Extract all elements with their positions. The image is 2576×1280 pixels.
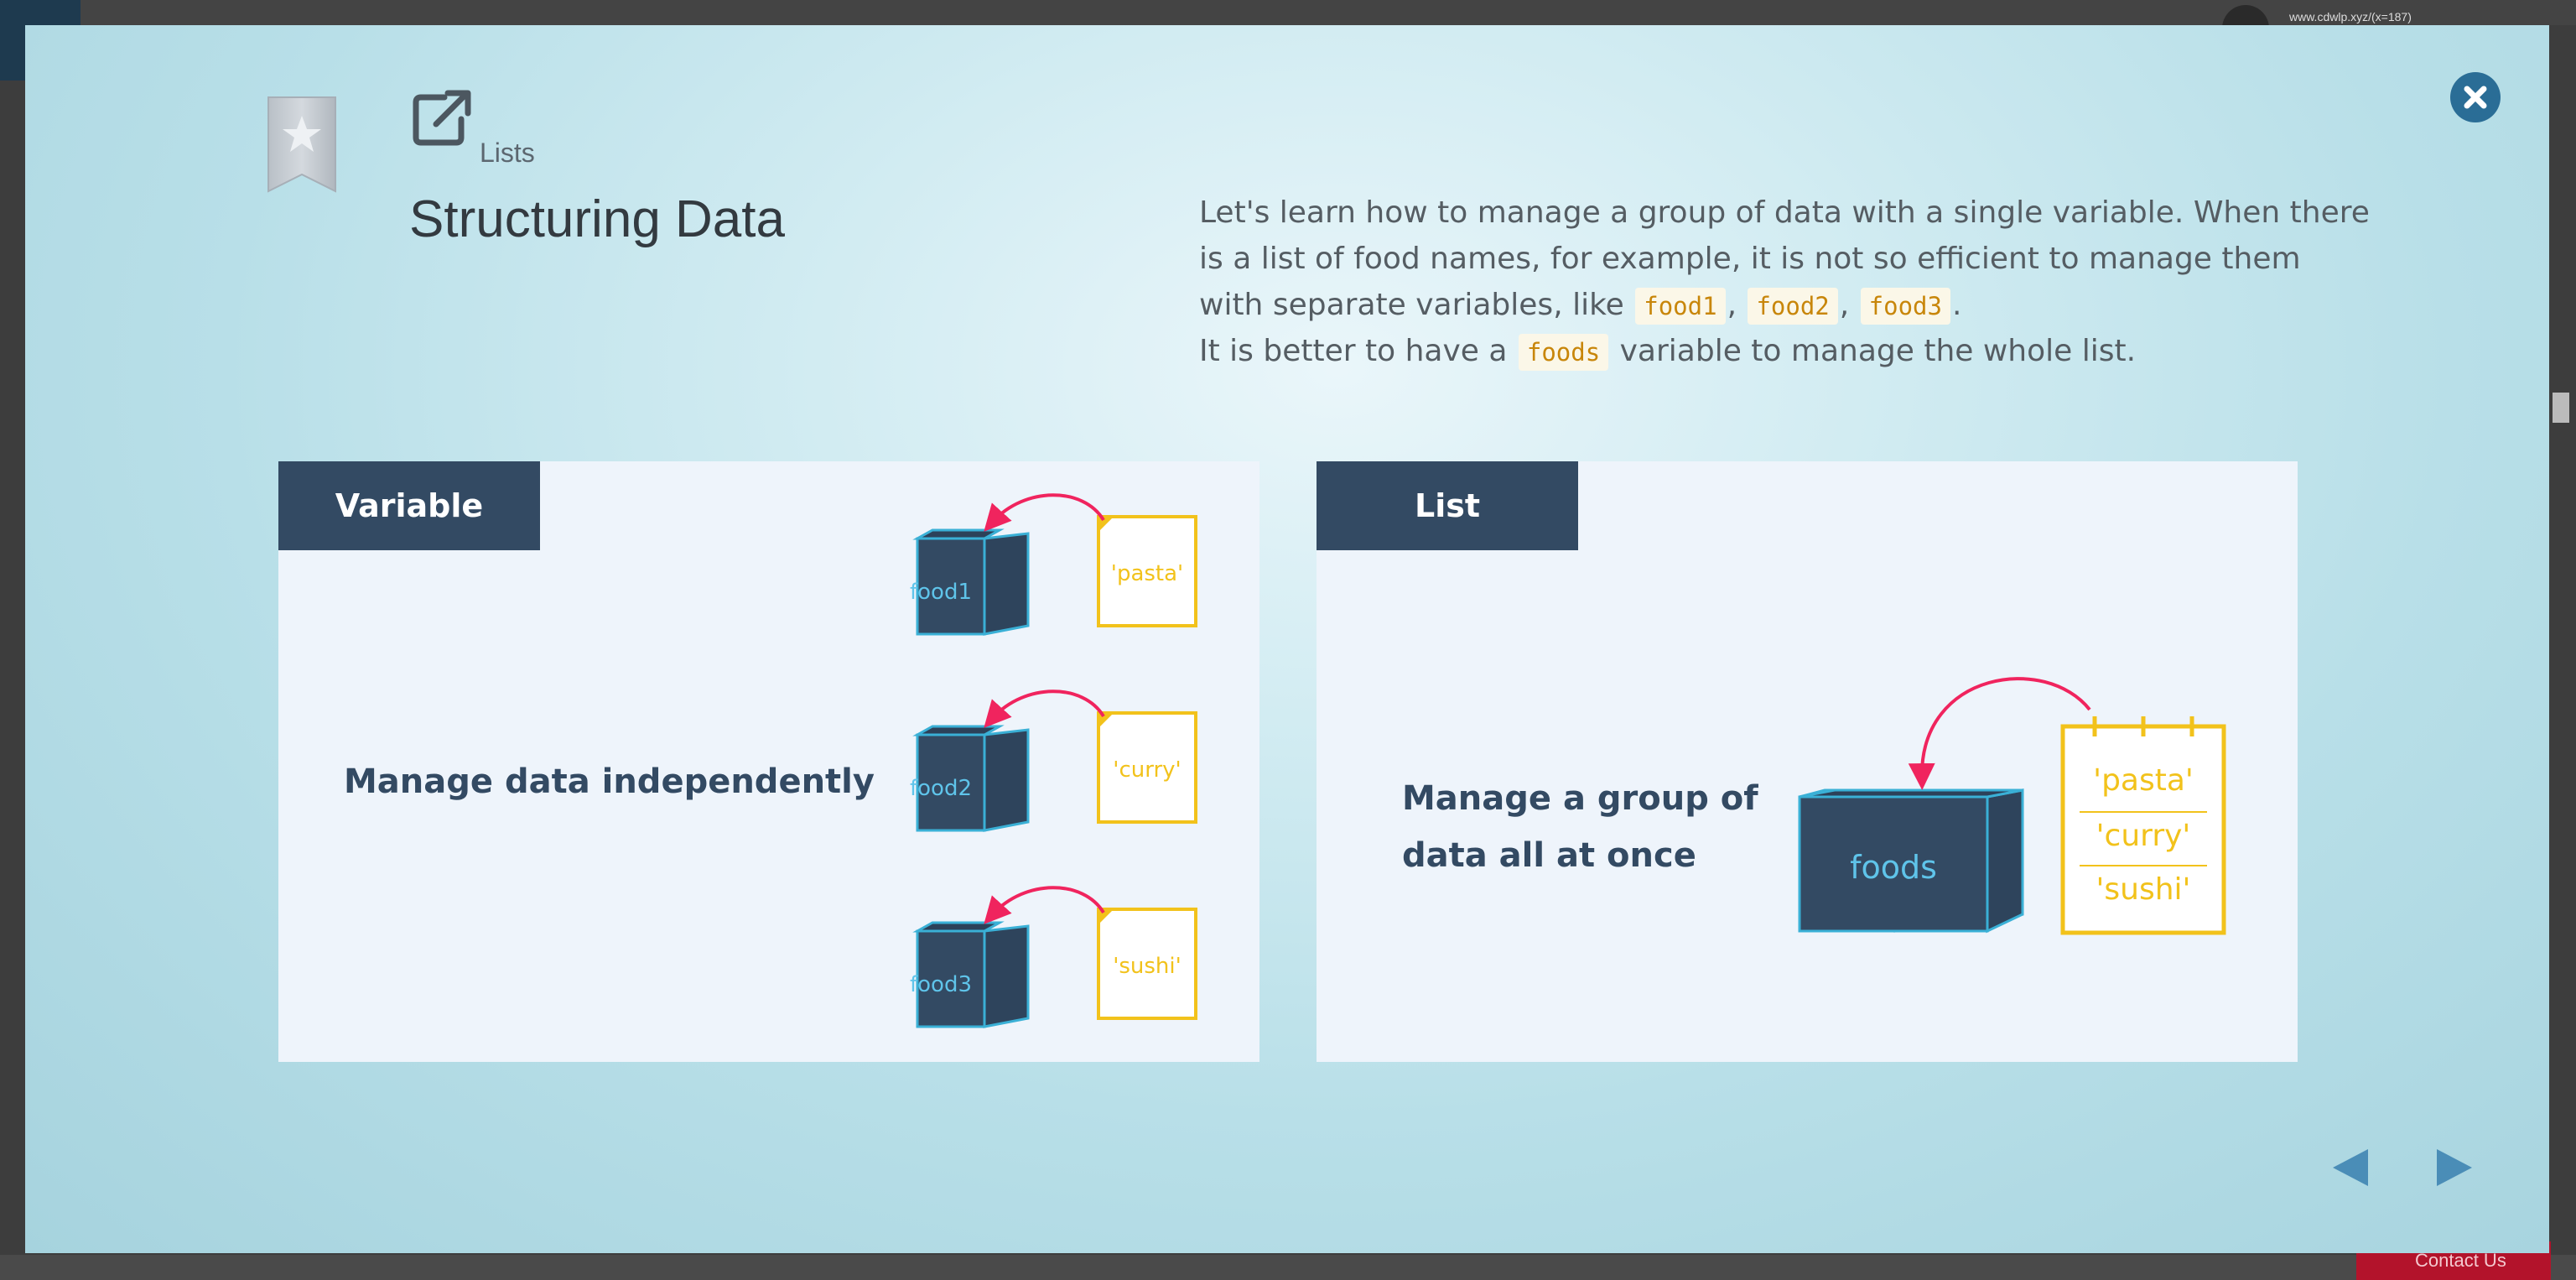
list-description-line: Manage a group of (1402, 779, 1758, 818)
code-food2: food2 (1748, 288, 1838, 325)
lesson-modal: Lists Structuring Data Let's learn how t… (25, 25, 2549, 1253)
variable-name: food2 (910, 776, 972, 801)
cube-top (1799, 788, 2023, 799)
list-description: Manage a group of data all at once (1402, 770, 1758, 884)
variable-tab: Variable (278, 461, 540, 550)
notepad (2060, 724, 2226, 935)
list-item: 'curry' (2096, 819, 2191, 853)
variable-value: 'curry' (1113, 757, 1181, 783)
variable-panel: Variable Manage data independently food1… (278, 461, 1259, 1062)
assign-arrow (984, 886, 1105, 924)
bookmark-star-icon[interactable] (267, 96, 337, 193)
list-tab: List (1317, 461, 1578, 550)
triangle-left-icon[interactable] (2328, 1144, 2375, 1191)
variable-name: food1 (910, 580, 972, 605)
variable-value: 'pasta' (1111, 561, 1183, 586)
variable-row-3: food3 'sushi' (910, 886, 1197, 1028)
lesson-description: Let's learn how to manage a group of dat… (1199, 190, 2373, 374)
external-link-icon[interactable] (411, 89, 473, 148)
background-scrollbar-thumb (2553, 393, 2569, 423)
variable-row-2: food2 'curry' (910, 689, 1197, 832)
close-icon (2464, 86, 2487, 109)
description-text: variable to manage the whole list. (1610, 334, 2137, 368)
category-label: Lists (480, 138, 535, 168)
list-item: 'sushi' (2096, 872, 2191, 907)
description-period: . (1951, 288, 1962, 322)
background-top-bar (0, 0, 2576, 25)
description-separator: , (1727, 288, 1747, 322)
variable-row-1: food1 'pasta' (910, 493, 1197, 636)
background-bottom-bar (0, 1255, 2576, 1280)
list-description-line: data all at once (1402, 836, 1696, 875)
close-button[interactable] (2450, 72, 2501, 122)
variable-value: 'sushi' (1113, 954, 1182, 979)
assign-arrow (984, 689, 1105, 728)
background-url-text: www.cdwlp.xyz/(x=187) (2289, 10, 2412, 23)
list-item: 'pasta' (2093, 763, 2194, 798)
triangle-right-icon[interactable] (2430, 1144, 2477, 1191)
variable-description: Manage data independently (344, 762, 875, 801)
assign-arrow (1908, 677, 2091, 790)
list-diagram: foods 'pasta' 'curry' 'sushi' (1798, 677, 2226, 935)
code-food1: food1 (1635, 288, 1726, 325)
list-name: foods (1850, 849, 1937, 886)
description-text: It is better to have a (1199, 334, 1517, 368)
variable-diagram: food1 'pasta' food2 'curry' (910, 493, 1197, 1028)
variable-name: food3 (910, 972, 972, 997)
description-text: Let's learn how to manage a group of dat… (1199, 195, 2370, 322)
page-title: Structuring Data (409, 190, 785, 248)
cube-side (983, 728, 1030, 832)
list-panel: List Manage a group of data all at once … (1317, 461, 2298, 1062)
code-food3: food3 (1860, 288, 1950, 325)
code-foods: foods (1518, 334, 1609, 371)
cube-side (1986, 788, 2024, 934)
description-separator: , (1839, 288, 1859, 322)
assign-arrow (984, 493, 1105, 532)
cube-side (983, 532, 1030, 636)
cube-side (983, 924, 1030, 1028)
